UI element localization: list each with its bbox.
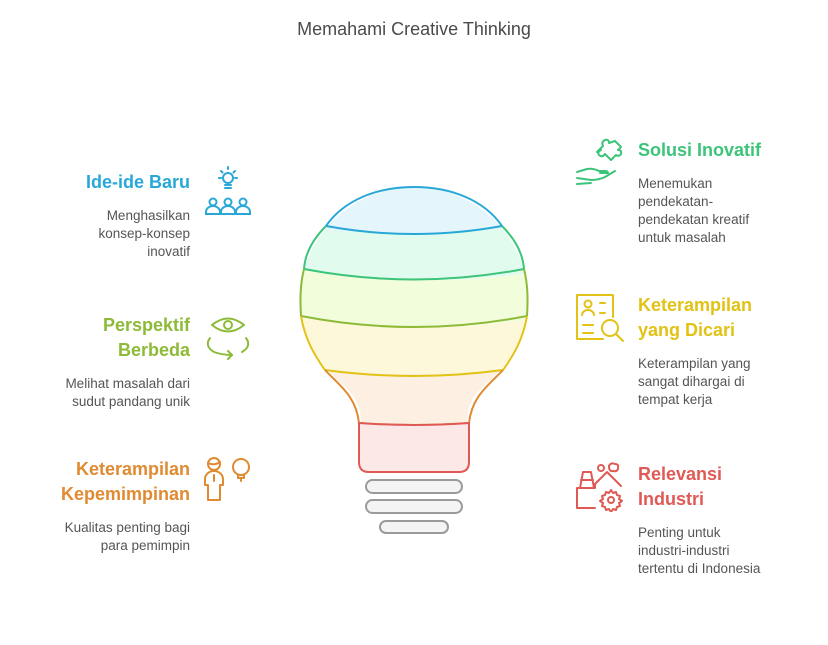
- desc-line: Menemukan: [638, 176, 713, 191]
- bulb-band-green: [300, 224, 528, 281]
- bulb-thread-1: [365, 479, 463, 494]
- item-title: Solusi Inovatif: [638, 138, 798, 163]
- desc-line: tertentu di Indonesia: [638, 561, 761, 576]
- item-title-line: Relevansi: [638, 464, 723, 484]
- desc-line: inovatif: [147, 244, 190, 259]
- desc-line: sangat dihargai di: [638, 374, 745, 389]
- item-title-line: Solusi Inovatif: [638, 140, 762, 160]
- item-title-line: Keterampilan: [75, 459, 190, 479]
- diagram-title: Memahami Creative Thinking: [297, 19, 531, 39]
- desc-line: pendekatan kreatif: [638, 212, 750, 227]
- factory-gear-icon: [576, 462, 623, 512]
- bulb-base-red: [358, 421, 470, 473]
- desc-line: konsep-konsep: [98, 226, 190, 241]
- bulb-band-yellow: [300, 314, 528, 374]
- item-title: Keterampilan Kepemimpinan: [40, 457, 190, 507]
- desc-line: untuk masalah: [638, 230, 726, 245]
- item-solusi-inovatif: Solusi Inovatif Menemukan pendekatan- pe…: [638, 138, 798, 247]
- item-title: Keterampilan yang Dicari: [638, 293, 798, 343]
- resume-search-icon: [576, 294, 624, 342]
- item-description: Kualitas penting bagi para pemimpin: [40, 519, 190, 555]
- item-title-line: Kepemimpinan: [60, 484, 190, 504]
- item-description: Keterampilan yang sangat dihargai di tem…: [638, 355, 798, 409]
- item-description: Menghasilkan konsep-konsep inovatif: [40, 207, 190, 261]
- bulb-thread-3: [379, 520, 449, 534]
- item-title: Relevansi Industri: [638, 462, 808, 512]
- desc-line: Keterampilan yang: [638, 356, 751, 371]
- desc-line: tempat kerja: [638, 392, 713, 407]
- item-perspektif-berbeda: Perspektif Berbeda Melihat masalah dari …: [40, 313, 190, 411]
- item-title-line: Perspektif: [102, 315, 190, 335]
- desc-line: Penting untuk: [638, 525, 721, 540]
- item-keterampilan-yang-dicari: Keterampilan yang Dicari Keterampilan ya…: [638, 293, 798, 409]
- item-relevansi-industri: Relevansi Industri Penting untuk industr…: [638, 462, 808, 578]
- hand-puzzle-icon: [576, 138, 623, 185]
- desc-line: Kualitas penting bagi: [64, 520, 190, 535]
- item-title: Perspektif Berbeda: [40, 313, 190, 363]
- desc-line: sudut pandang unik: [72, 394, 190, 409]
- item-title-line: Berbeda: [117, 340, 190, 360]
- item-description: Melihat masalah dari sudut pandang unik: [40, 375, 190, 411]
- bulb-thread-2: [365, 499, 463, 514]
- desc-line: Menghasilkan: [106, 208, 190, 223]
- item-ide-ide-baru: Ide-ide Baru Menghasilkan konsep-konsep …: [40, 170, 190, 261]
- eye-rotate-icon: [206, 317, 250, 360]
- item-title: Ide-ide Baru: [40, 170, 190, 195]
- desc-line: industri-industri: [638, 543, 730, 558]
- item-title-line: Keterampilan: [638, 295, 753, 315]
- bulb-band-orange: [300, 368, 528, 424]
- desc-line: Melihat masalah dari: [65, 376, 190, 391]
- desc-line: para pemimpin: [100, 538, 190, 553]
- item-keterampilan-kepemimpinan: Keterampilan Kepemimpinan Kualitas penti…: [40, 457, 190, 555]
- lightbulb-people-icon: [205, 166, 251, 215]
- item-title-line: Industri: [638, 489, 704, 509]
- desc-line: pendekatan-: [638, 194, 714, 209]
- item-title-line: yang Dicari: [638, 320, 736, 340]
- item-description: Menemukan pendekatan- pendekatan kreatif…: [638, 175, 798, 247]
- leader-idea-icon: [204, 457, 250, 501]
- bulb-band-lime: [300, 268, 528, 328]
- item-title-line: Ide-ide Baru: [85, 172, 190, 192]
- item-description: Penting untuk industri-industri tertentu…: [638, 524, 808, 578]
